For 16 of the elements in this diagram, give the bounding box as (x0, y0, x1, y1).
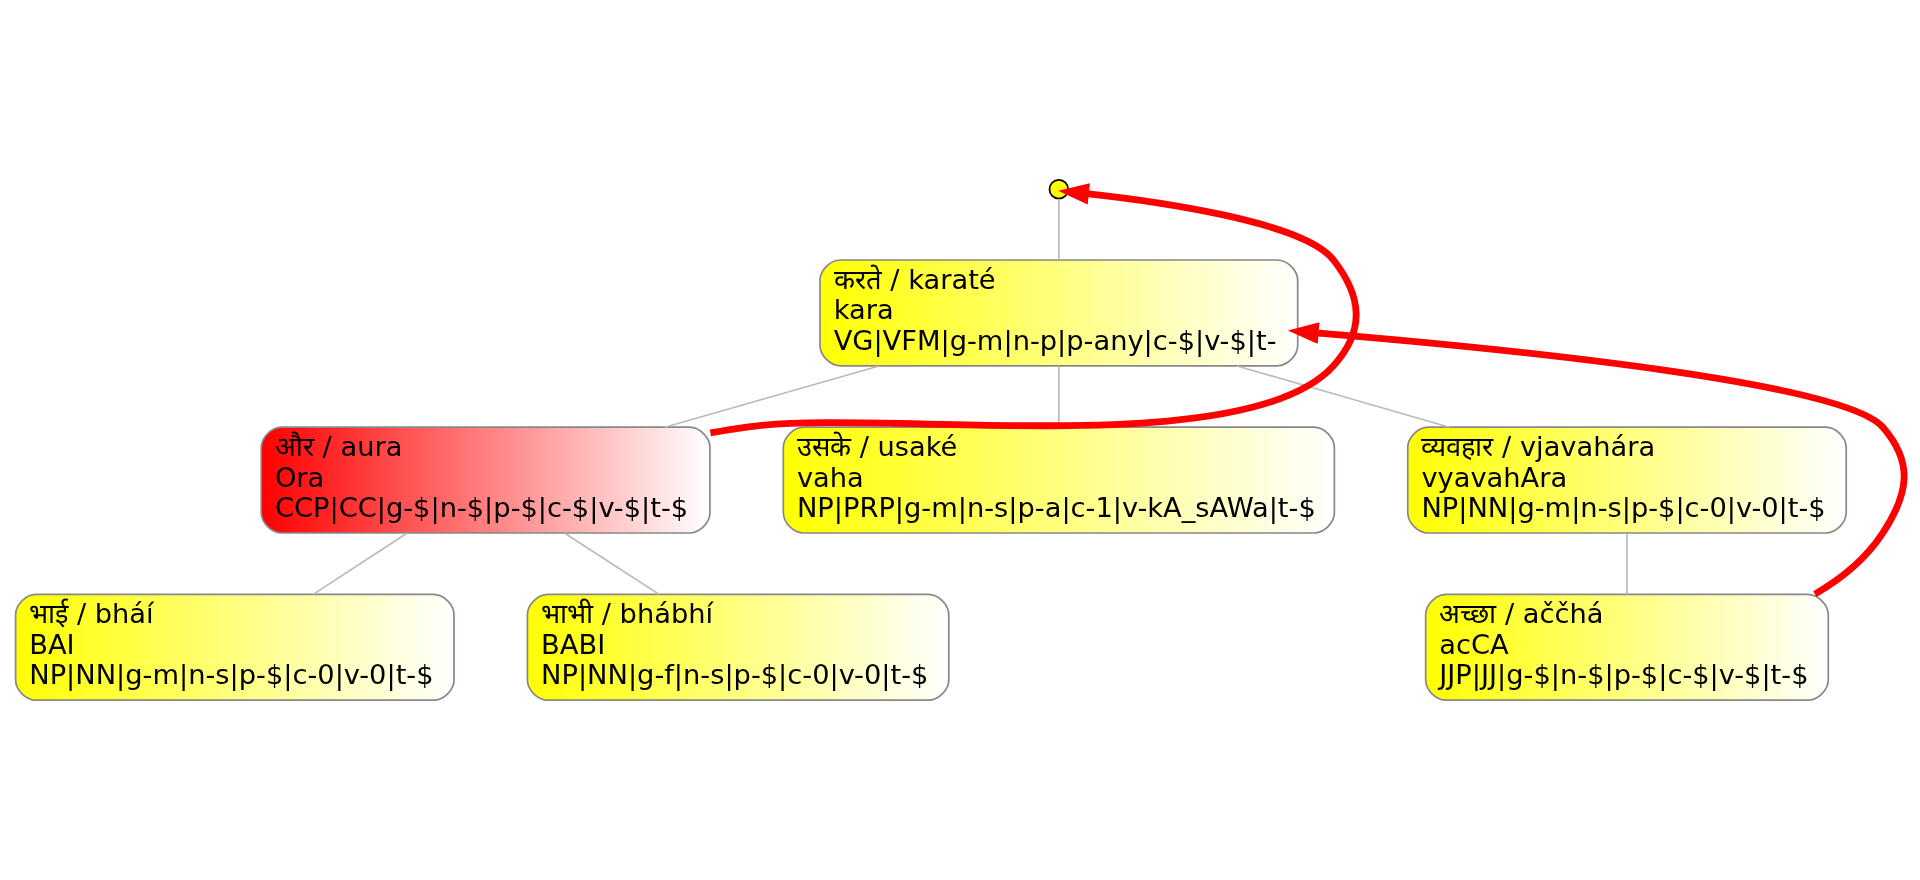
node-box: भाभी / bhábhí BABI NP|NN|g-f|n-s|p-$|c-0|v-0|t-$ (526, 593, 950, 702)
connector (1626, 532, 1628, 596)
connector (1236, 365, 1451, 429)
node-box: भाई / bháí BAI NP|NN|g-m|n-s|p-$|c-0|v-0|t-$ (14, 593, 455, 702)
arrow (1287, 322, 1908, 598)
node-box: करते / karaté kara VG|VFM|g-m|n-p|p-any|c-$|v-$|t- (819, 259, 1299, 367)
connector (663, 365, 880, 429)
arrow (709, 183, 1360, 437)
node-box: व्यवहार / vjavahára vyavahAra NP|NN|g-m|n-s|p-$|c-0|v-0|t-$ (1406, 426, 1848, 534)
node-box: उसके / usaké vaha NP|PRP|g-m|n-s|p-a|c-1|v-kA_sAWa|t-$ (782, 426, 1336, 534)
node-box: अच्छा / aččhá acCA JJP|JJ|g-$|n-$|p-$|c-$|v-$|t-$ (1424, 593, 1830, 702)
node-box: और / aura Ora CCP|CC|g-$|n-$|p-$|c-$|v-$|t-$ (260, 426, 711, 534)
connector (1058, 197, 1060, 261)
node-circle (1048, 178, 1070, 200)
connector (312, 532, 408, 596)
connector (563, 532, 661, 596)
